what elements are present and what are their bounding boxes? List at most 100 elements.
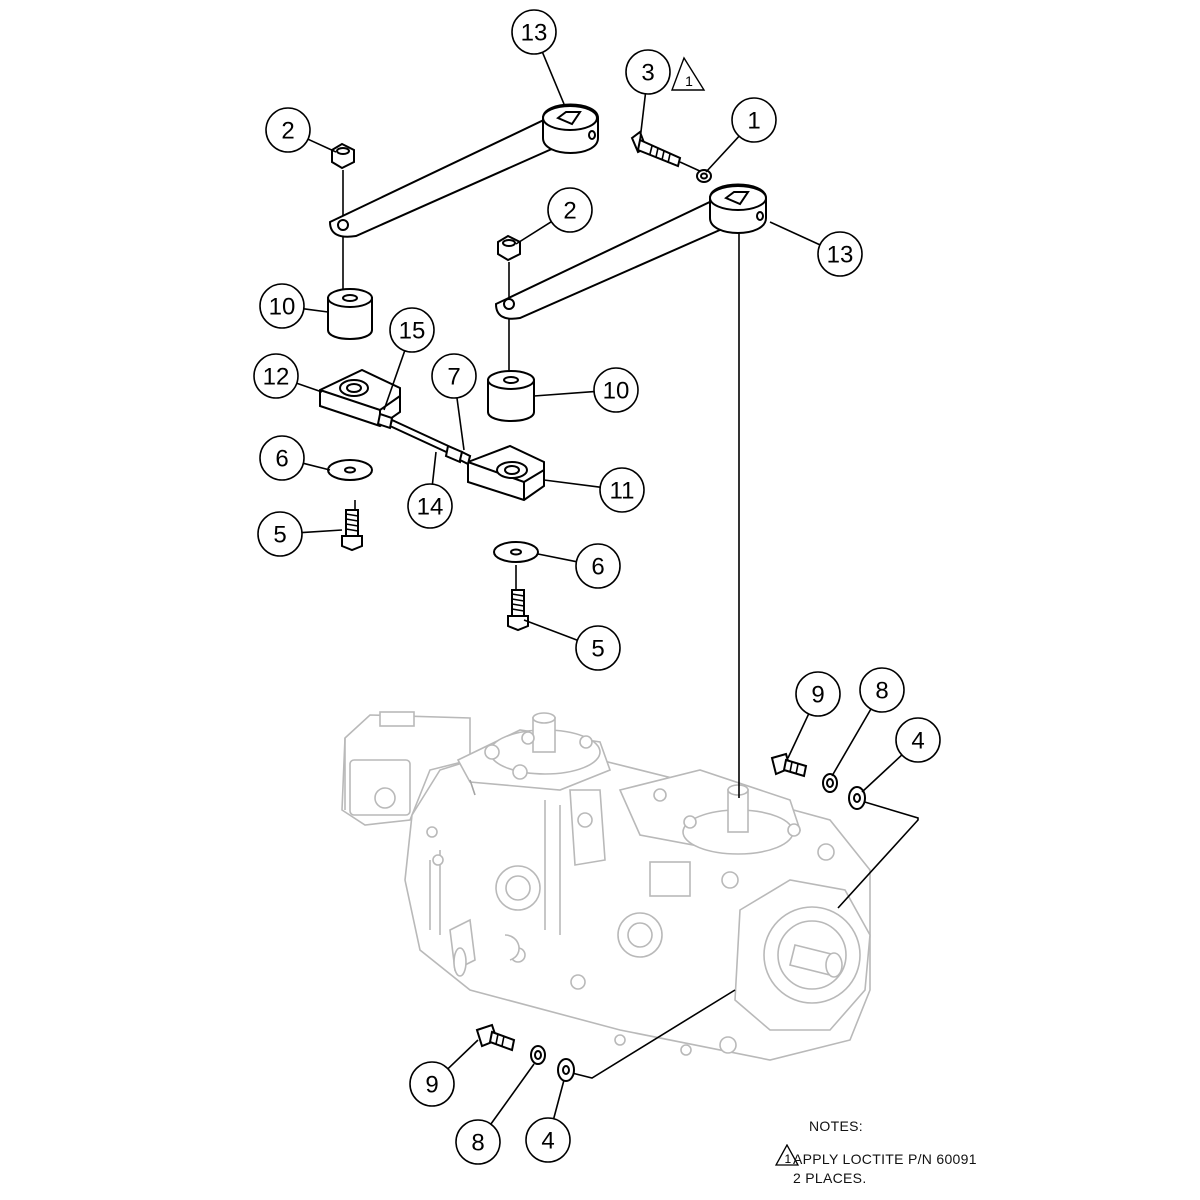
callout-number: 8 [875,678,888,705]
hex-screw-left [341,509,363,552]
callout-circle [895,717,941,763]
callout-balloon: 5 [257,511,343,557]
callout-circle [593,367,639,413]
callout-number: 5 [273,522,286,549]
callout-leader-line [769,221,821,246]
callout-circle [547,187,593,233]
callout-balloon: 2 [265,107,337,153]
callout-number: 7 [447,364,460,391]
callout-leader-line [383,350,406,411]
callout-number: 10 [269,294,296,321]
callout-balloon: 9 [409,1039,479,1107]
callout-balloon: 13 [511,9,565,105]
callout-balloon: 3 [625,49,671,141]
warning-triangle-icon [670,56,706,91]
callout-leader-line [537,553,577,563]
callout-number: 8 [471,1130,484,1157]
assembly-lines [342,161,919,1079]
notes-line-1: APPLY LOCTITE P/N 60091 [793,1151,977,1167]
callout-balloon: 6 [537,543,621,589]
callout-leader-line [523,619,578,641]
callout-number: 9 [425,1072,438,1099]
callout-leader-line [861,754,903,793]
callout-leader-line [543,479,601,488]
callout-balloon: 9 [787,671,841,759]
callout-balloon: 2 [515,187,593,245]
callout-leader-line [303,462,331,471]
callout-number: 2 [563,198,576,225]
callout-number: 4 [911,728,924,755]
callout-circle [259,283,305,329]
callout-balloon: 4 [861,717,941,793]
notes-marker-number: 1 [785,1152,792,1166]
callout-balloon: 10 [259,283,329,329]
callout-circle [455,1119,501,1165]
callout-number: 6 [275,446,288,473]
flat-washer-left [327,459,373,481]
callout-circle [859,667,905,713]
callout-circle [599,467,645,513]
callout-leader-line [301,529,343,534]
tie-rod [376,412,472,466]
callout-leader-line [787,713,810,759]
callout-number: 2 [281,118,294,145]
callout-balloon: 15 [383,307,435,411]
callout-number: 10 [603,378,630,405]
warning-triangle-icon: 1 [775,1144,799,1166]
hex-bolt-lower [475,1023,516,1052]
callout-circle [625,49,671,95]
callout-leader-line [447,1039,479,1070]
callout-number: 6 [591,554,604,581]
callout-number: 13 [521,20,548,47]
callout-balloon: 5 [523,619,621,671]
callout-leader-line [296,382,323,393]
lock-washer [696,169,712,183]
callout-circle [575,625,621,671]
callout-leader-line [303,308,329,313]
callout-leader-line [307,138,337,153]
callout-leader-line [541,52,565,105]
flat-washer-upper [848,786,866,810]
callout-circle [389,307,435,353]
callout-number: 3 [641,60,654,87]
callout-circle [407,483,453,529]
callout-circle [795,671,841,717]
hydrostatic-pump-assembly [341,711,871,1061]
callout-circle [525,1117,571,1163]
rod-end-right [467,444,545,502]
flat-washer-lower [557,1058,575,1082]
callout-leader-line [515,221,552,245]
callout-balloon: 7 [431,353,477,451]
flat-washer-right [493,541,539,563]
callout-leader-line [552,1079,565,1119]
callout-leader-line [490,1063,535,1125]
callout-number: 5 [591,636,604,663]
callout-balloon: 11 [543,467,645,513]
callout-leader-line [831,708,872,777]
callout-leader-line [639,93,647,141]
spacer-lower [487,370,535,422]
callout-leader-line [456,397,465,451]
callout-circle [257,511,303,557]
hex-screw-right [507,589,529,632]
rod-end-left [319,368,401,428]
callout-balloon: 14 [407,451,453,529]
callout-balloon: 6 [259,435,331,481]
callout-leader-line [705,135,740,173]
callout-balloon: 8 [455,1063,535,1165]
notes-title: NOTES: [809,1118,863,1134]
callout-number: 15 [399,318,426,345]
callout-balloon: 4 [525,1079,571,1163]
lock-washer-upper [822,773,838,793]
callout-number: 12 [263,364,290,391]
lock-washer-lower [530,1045,546,1065]
callout-balloon: 12 [253,353,323,399]
callout-number: 9 [811,682,824,709]
callout-circle [409,1061,455,1107]
callout-leader-line [533,390,595,397]
control-arm-lower [494,183,767,320]
callout-circle [731,97,777,143]
